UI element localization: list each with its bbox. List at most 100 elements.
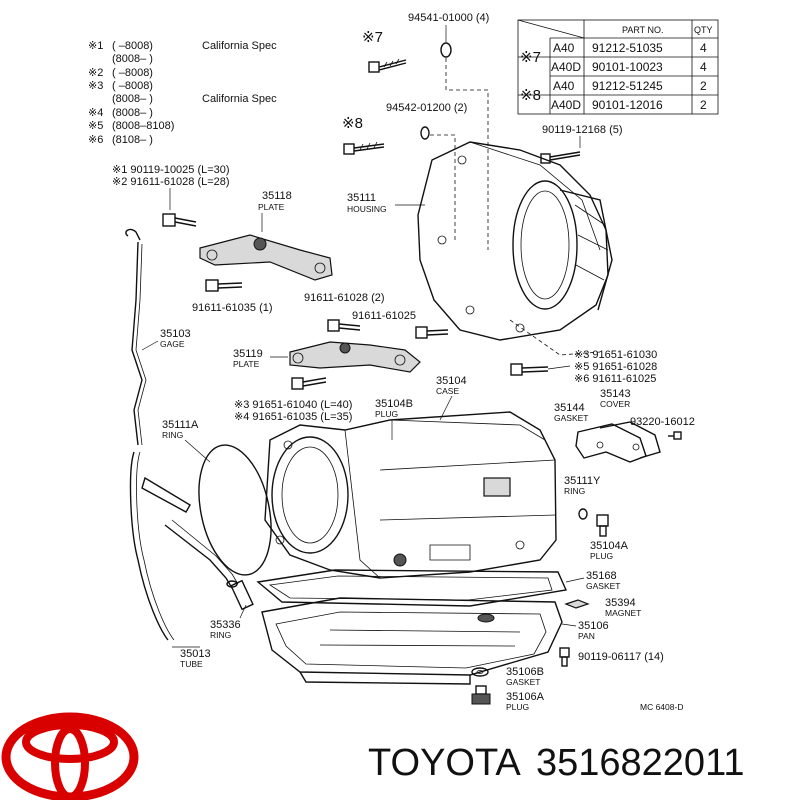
label-35106A: 35106A [506, 691, 545, 703]
plug-35104A: 35104A PLUG [590, 514, 629, 561]
housing-35111: 35111 HOUSING [347, 141, 613, 356]
label-35104: 35104 [436, 375, 467, 387]
bolt-group-1-2: ※1 90119-10025 (L=30) ※2 91611-61028 (L=… [112, 164, 230, 227]
table-header-part: PART NO. [622, 25, 664, 35]
label-ring-35111Y: RING [564, 486, 585, 496]
bolts-90119-06117: 90119-06117 (14) [559, 647, 664, 667]
label-pan: PAN [578, 631, 595, 641]
label-bolt-1: ※1 90119-10025 (L=30) [112, 164, 230, 176]
table-part-1: 91212-51035 [592, 41, 663, 55]
label-bolt-3b: ※3 91651-61040 (L=40) [234, 399, 352, 411]
washer-94542: 94542-01200 (2) [386, 102, 467, 240]
brand-name: TOYOTA [368, 742, 521, 784]
label-90119-12168: 90119-12168 (5) [542, 124, 623, 136]
part-number: 3516822011 [536, 742, 745, 784]
ring-35336: 35336 RING [210, 579, 254, 640]
label-35143: 35143 [600, 388, 631, 400]
label-gasket-35106B: GASKET [506, 677, 540, 687]
gage-35103: 35103 GAGE [125, 228, 191, 446]
label-35111A: 35111A [162, 419, 199, 431]
note-1-range: ( –8008) [112, 40, 153, 52]
table-part-2: 90101-10023 [592, 60, 663, 74]
label-91611-61035: 91611-61035 (1) [192, 302, 273, 314]
label-35111: 35111 [347, 192, 376, 204]
label-35394: 35394 [605, 597, 636, 609]
label-35013: 35013 [180, 648, 211, 660]
drawing-reference: MC 6408-D [640, 702, 683, 712]
note-8-mark: ※6 [88, 134, 103, 146]
table-qty-3: 2 [700, 79, 707, 93]
label-35104B: 35104B [375, 398, 413, 410]
label-35103: 35103 [160, 328, 191, 340]
bolt-7: ※7 [362, 29, 407, 73]
note-2-range: (8008– ) [112, 53, 153, 65]
note-3-range: ( –8008) [112, 67, 153, 79]
note-6-range: (8008– ) [112, 107, 153, 119]
plate-35119: 35119 PLATE [233, 341, 421, 390]
label-35104A: 35104A [590, 540, 629, 552]
label-bolt-3: ※3 91651-61030 [574, 349, 657, 361]
bolt-91611-61035: 91611-61035 (1) [192, 279, 273, 314]
pan-35106: 35106 PAN [261, 597, 609, 685]
note-5-text: California Spec [202, 93, 277, 105]
toyota-logo [1, 712, 139, 800]
label-35106: 35106 [578, 620, 609, 632]
table-frame [517, 19, 719, 115]
label-35119: 35119 [233, 348, 263, 360]
gasket-35106B: 35106B GASKET [471, 666, 544, 687]
bolt-8: ※8 [342, 115, 385, 155]
label-plug-35104A: PLUG [590, 551, 613, 561]
table-mark-7: ※7 [520, 49, 541, 66]
label-ring-35336: RING [210, 630, 231, 640]
part-table: PART NO. QTY ※7 A40 91212-51035 4 A40D 9… [517, 19, 719, 115]
label-91611-61025: 91611-61025 [352, 310, 416, 322]
label-plate-35119: PLATE [233, 359, 260, 369]
note-5-range: (8008– ) [112, 93, 153, 105]
label-cover: COVER [600, 399, 630, 409]
note-8-range: (8108– ) [112, 134, 153, 146]
label-magnet: MAGNET [605, 608, 641, 618]
tube-35013: 35013 TUBE [129, 451, 239, 669]
label-case: CASE [436, 386, 459, 396]
label-35106B: 35106B [506, 666, 544, 678]
label-35336: 35336 [210, 619, 241, 631]
label-gasket-35144: GASKET [554, 413, 588, 423]
table-qty-1: 4 [700, 41, 707, 55]
notes-block: ※1 ( –8008) California Spec (8008– ) ※2 … [88, 40, 277, 146]
plug-35106A: 35106A PLUG [471, 685, 545, 712]
note-6-mark: ※4 [88, 107, 103, 119]
cover-35143: 35143 COVER 35144 GASKET 93220-16012 [554, 388, 695, 463]
table-model-1: A40 [553, 41, 575, 55]
mark-7-label: ※7 [362, 29, 383, 46]
label-35111Y: 35111Y [564, 475, 601, 487]
label-bolt-2: ※2 91611-61028 (L=28) [112, 176, 230, 188]
note-3-mark: ※2 [88, 67, 103, 79]
note-7-mark: ※5 [88, 120, 103, 132]
table-model-2: A40D [551, 60, 581, 74]
label-bolt-6: ※6 91611-61025 [574, 373, 656, 385]
label-90119-06117: 90119-06117 (14) [578, 651, 664, 663]
plate-35118: 35118 PLATE [199, 190, 333, 281]
label-94542: 94542-01200 (2) [386, 102, 467, 114]
table-part-4: 90101-12016 [592, 98, 663, 112]
label-plug-35106A: PLUG [506, 702, 529, 712]
label-plate-35118: PLATE [258, 202, 285, 212]
ring-35111Y: 35111Y RING [564, 475, 601, 520]
label-housing: HOUSING [347, 204, 387, 214]
label-91611-61028: 91611-61028 (2) [304, 292, 385, 304]
washer-94541: 94541-01000 (4) [408, 12, 489, 250]
label-gasket-35168: GASKET [586, 581, 620, 591]
label-plug-35104B: PLUG [375, 409, 398, 419]
table-model-4: A40D [551, 98, 581, 112]
label-94541: 94541-01000 (4) [408, 12, 489, 24]
bolts-91611-61028: 91611-61028 (2) 91611-61025 [304, 292, 449, 339]
table-mark-8: ※8 [520, 87, 541, 104]
label-35168: 35168 [586, 570, 617, 582]
gasket-35168: 35168 GASKET [256, 569, 620, 607]
label-bolt-4b: ※4 91651-61035 (L=35) [234, 411, 352, 423]
label-93220: 93220-16012 [630, 416, 695, 428]
ring-35111A: 35111A RING [162, 419, 272, 576]
table-qty-4: 2 [700, 98, 707, 112]
label-35118: 35118 [262, 190, 292, 202]
